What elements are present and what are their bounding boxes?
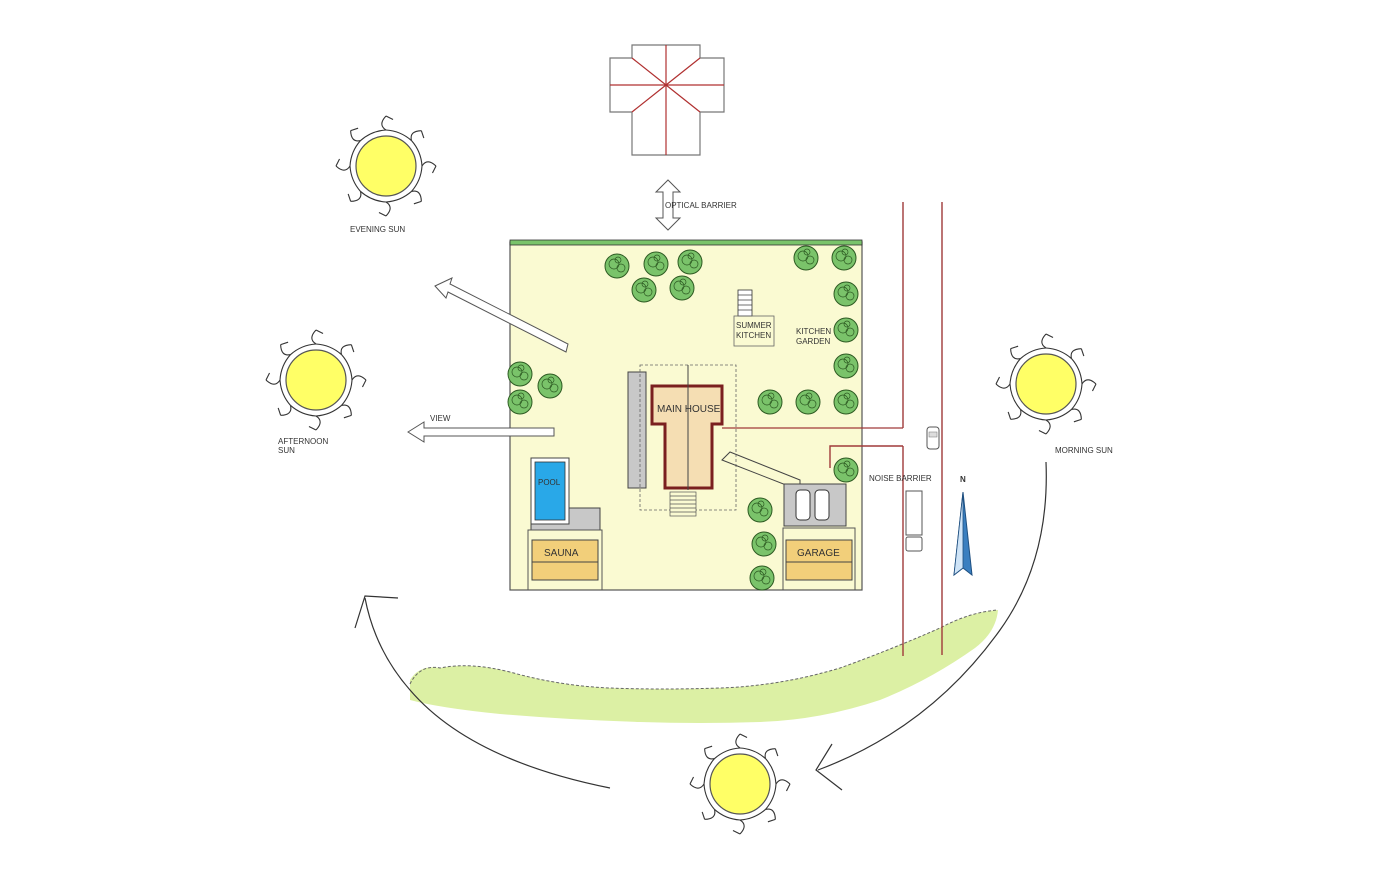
- north-label: N: [960, 475, 966, 484]
- tree: [751, 531, 777, 557]
- optical-barrier-arrow: [654, 179, 682, 231]
- evening-sun-label: EVENING SUN: [350, 225, 405, 234]
- noon-sun: [689, 733, 791, 835]
- north-arrow: [953, 491, 973, 577]
- sun-path-arc-right: [817, 461, 1047, 771]
- tree: [793, 245, 819, 271]
- tree: [795, 389, 821, 415]
- kitchen-garden-label-2: GARDEN: [796, 337, 830, 346]
- summer-kitchen-label-1: SUMMER: [736, 321, 772, 330]
- tree: [833, 353, 859, 379]
- tree: [677, 249, 703, 275]
- tree: [507, 361, 533, 387]
- kitchen-garden-label-1: KITCHEN: [796, 327, 831, 336]
- sauna: [527, 507, 603, 591]
- garage-label: GARAGE: [797, 548, 840, 559]
- tree: [757, 389, 783, 415]
- noise-barrier-label: NOISE BARRIER: [869, 474, 932, 483]
- tree-group: [507, 245, 859, 591]
- tree: [833, 389, 859, 415]
- tree: [747, 497, 773, 523]
- morning-sun-label: MORNING SUN: [1055, 446, 1113, 455]
- sun-path-arc-left: [364, 597, 611, 789]
- tree: [507, 389, 533, 415]
- neighbor-house: [609, 44, 725, 156]
- afternoon-sun-label-1: AFTERNOON: [278, 437, 328, 446]
- tree: [631, 277, 657, 303]
- main-house: [627, 364, 903, 517]
- main-house-label: MAIN HOUSE: [657, 404, 721, 415]
- tree: [537, 373, 563, 399]
- tree: [604, 253, 630, 279]
- summer-kitchen: [733, 289, 775, 347]
- tree: [833, 457, 859, 483]
- afternoon-sun-label-2: SUN: [278, 446, 295, 455]
- hill: [410, 610, 998, 723]
- tree: [643, 251, 669, 277]
- tree: [833, 317, 859, 343]
- truck: [905, 490, 923, 552]
- summer-kitchen-label-2: KITCHEN: [736, 331, 771, 340]
- car: [926, 426, 940, 450]
- view-label: VIEW: [430, 414, 451, 423]
- view-arrow-diagonal: [434, 277, 569, 353]
- afternoon-sun: [265, 329, 367, 431]
- pool: [530, 457, 570, 525]
- optical-barrier-label: OPTICAL BARRIER: [665, 201, 737, 210]
- tree: [831, 245, 857, 271]
- garage: [782, 483, 856, 591]
- view-arrow-horizontal: [407, 421, 555, 443]
- tree: [833, 281, 859, 307]
- evening-sun: [335, 115, 437, 217]
- road: [829, 202, 943, 656]
- tree: [669, 275, 695, 301]
- morning-sun: [995, 333, 1097, 435]
- sauna-label: SAUNA: [544, 548, 579, 559]
- tree: [749, 565, 775, 591]
- pool-label: POOL: [538, 478, 561, 487]
